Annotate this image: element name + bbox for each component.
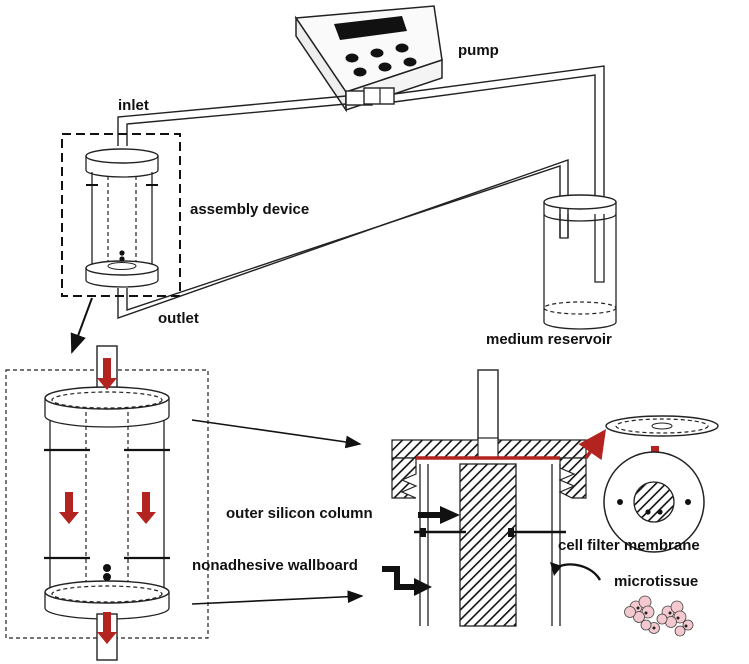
section-arrow-top <box>191 419 362 449</box>
zoom-arrow <box>70 297 93 354</box>
microtissue-label: microtissue <box>614 573 698 590</box>
medium-reservoir <box>543 194 617 330</box>
microtissue-clusters <box>624 595 694 637</box>
pump-buttons <box>345 43 417 77</box>
outlet-label: outlet <box>158 310 199 327</box>
small-assembly-device <box>61 133 181 297</box>
enlarged-assembly-device <box>5 345 209 661</box>
pump-display <box>334 16 407 40</box>
pump-unit <box>294 5 443 113</box>
medium-reservoir-label: medium reservoir <box>486 331 612 348</box>
cell-filter-membrane <box>578 415 719 553</box>
cell-filter-membrane-label: cell filter membrane <box>558 537 700 554</box>
assembly-device-label: assembly device <box>190 201 309 218</box>
cross-section <box>391 369 587 627</box>
outer-silicon-column-label: outer silicon column <box>226 505 373 522</box>
inner-column <box>459 463 517 627</box>
section-arrow-bottom <box>191 590 364 605</box>
pump-label: pump <box>458 42 499 59</box>
flow-arrows <box>59 358 156 644</box>
outer-silicon-column-pointer <box>418 506 460 524</box>
microtissue-pointer <box>555 563 602 581</box>
assembly-device-highlight-box <box>61 133 181 297</box>
inlet-label: inlet <box>118 97 149 114</box>
nonadhesive-wallboard-label: nonadhesive wallboard <box>192 557 358 574</box>
nonadhesive-wallboard-pointer <box>382 566 432 596</box>
pump-clamp <box>345 87 395 106</box>
